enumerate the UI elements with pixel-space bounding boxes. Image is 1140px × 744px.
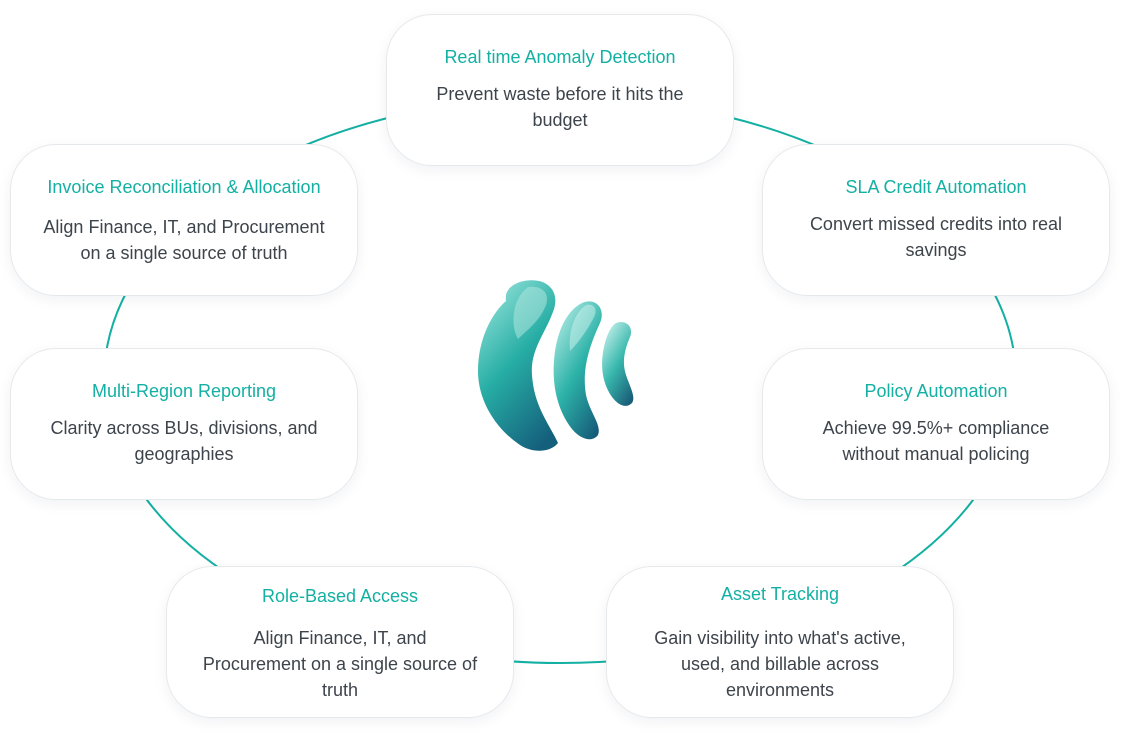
card-description: Gain visibility into what's active, used… <box>654 628 906 700</box>
card-title: Role-Based Access <box>261 586 419 606</box>
card-description: Achieve 99.5%+ compliance without manual… <box>822 418 1050 464</box>
wave-logo-icon <box>478 280 634 451</box>
card-description: Clarity across BUs, divisions, and geogr… <box>50 418 318 464</box>
card-invoice-reconciliation: Invoice Reconciliation & Allocation Alig… <box>10 144 358 296</box>
card-asset-tracking: Asset Tracking Gain visibility into what… <box>606 566 954 718</box>
card-title: Policy Automation <box>864 381 1008 401</box>
card-description: Prevent waste before it hits the budget <box>436 84 684 130</box>
card-title: SLA Credit Automation <box>845 177 1027 197</box>
card-multi-region-reporting: Multi-Region Reporting Clarity across BU… <box>10 348 358 500</box>
card-title: Invoice Reconciliation & Allocation <box>47 177 321 197</box>
card-title: Real time Anomaly Detection <box>444 47 676 67</box>
card-title: Multi-Region Reporting <box>91 381 277 401</box>
card-description: Align Finance, IT, and Procurement on a … <box>202 628 478 700</box>
card-description: Align Finance, IT, and Procurement on a … <box>43 217 325 263</box>
card-anomaly-detection: Real time Anomaly Detection Prevent wast… <box>386 14 734 166</box>
card-title: Asset Tracking <box>720 584 840 604</box>
card-description: Convert missed credits into real savings <box>809 214 1063 260</box>
card-sla-credit-automation: SLA Credit Automation Convert missed cre… <box>762 144 1110 296</box>
card-policy-automation: Policy Automation Achieve 99.5%+ complia… <box>762 348 1110 500</box>
card-role-based-access: Role-Based Access Align Finance, IT, and… <box>166 566 514 718</box>
